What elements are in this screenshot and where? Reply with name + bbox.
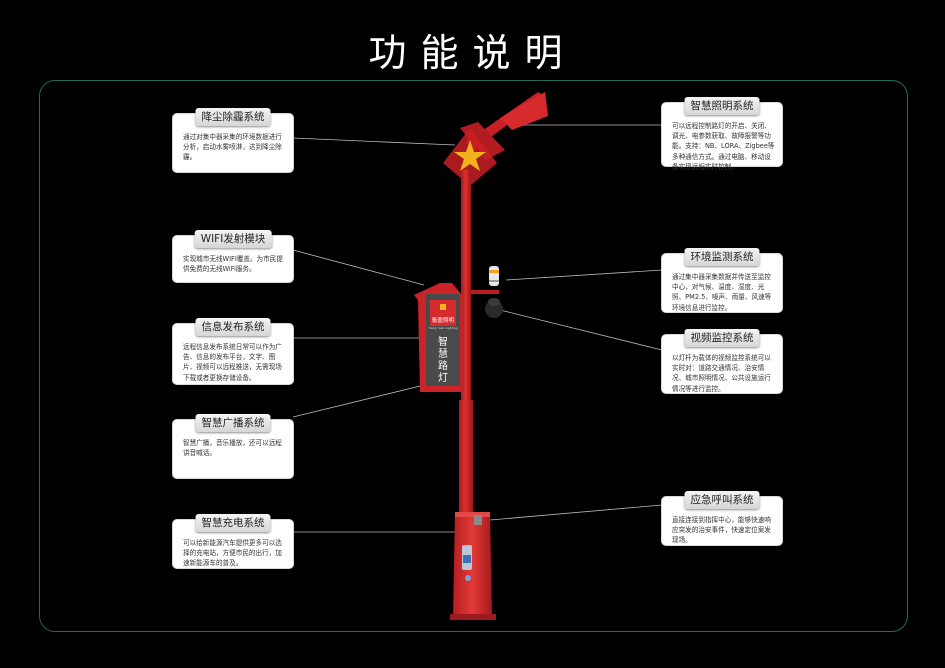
page-title: 功能说明: [368, 31, 577, 75]
emergency-call-card: 应急呼叫系统 直接连接到指挥中心，能够快速响应突发的治安事件，快速定位案发现场。: [662, 491, 782, 545]
wifi-module-card: WIFI发射模块 实现城市无线WIFI覆盖。为市民提供免费的无线WiFi服务。: [173, 230, 293, 282]
env-monitor-title: 环境监测系统: [684, 248, 760, 266]
leader-line-emergency: [489, 504, 663, 521]
emergency-call-desc: 直接连接到指挥中心，能够快速响应突发的治安事件，快速定位案发现场。: [672, 516, 771, 545]
info-release-title: 信息发布系统: [195, 318, 271, 336]
charging-system-title: 智慧充电系统: [195, 514, 271, 532]
pole-lower: [459, 400, 473, 515]
signboard-char: 灯: [438, 372, 448, 384]
leader-line-broadcast: [292, 379, 446, 418]
dust-system-card: 降尘除霾系统 通过对集中器采集的环境数据进行分析，启动水雾喷淋，达到降尘除霾。: [173, 108, 293, 172]
lighting-system-desc: 可以远程控制路灯的开启、关闭、调光、电参数获取、故障报警等功能。支持：NB、LO…: [672, 122, 775, 171]
leader-line-dust: [292, 137, 456, 146]
lighting-system-title: 智慧照明系统: [684, 97, 760, 115]
video-surveillance-card: 视频监控系统 以灯杆为载体的视频监控系统可以实时对：道路交通情况、治安情况、城市…: [662, 329, 782, 393]
environment-sensor: [489, 266, 499, 286]
pole-upper: [461, 170, 471, 415]
signboard-logo-en: Heng Yuan Lighting: [428, 326, 457, 330]
dust-system-desc: 通过对集中器采集的环境数据进行分析，启动水雾喷淋，达到降尘除霾。: [183, 133, 282, 162]
dust-system-title: 降尘除霾系统: [195, 108, 271, 126]
env-monitor-card: 环境监测系统 通过集中器采集数据并传送至监控中心，对气候、温度、湿度、光照、PM…: [662, 248, 782, 312]
charging-system-card: 智慧充电系统 可以给新能源汽车提供更多可以选择的充电站，方便市民的出行，加速新能…: [173, 514, 293, 568]
env-monitor-desc: 通过集中器采集数据并传送至监控中心，对气候、温度、湿度、光照、PM2.5、噪声、…: [672, 273, 772, 312]
info-release-card: 信息发布系统 远程信息发布系统日常可以作为广告、信息的发布平台，文字、图片、视频…: [173, 318, 293, 384]
camera-speaker: [485, 298, 503, 318]
wifi-module-desc: 实现城市无线WIFI覆盖。为市民提供免费的无线WiFi服务。: [183, 255, 283, 274]
signboard-text: 智慧路灯: [438, 335, 448, 384]
broadcast-system-card: 智慧广播系统 智慧广播，音乐播放，还可以远程讲音喊话。: [173, 414, 293, 478]
broadcast-system-desc: 智慧广播，音乐播放，还可以远程讲音喊话。: [183, 439, 282, 458]
leader-line-video: [499, 309, 663, 351]
info-signboard: [414, 283, 462, 392]
emergency-call-title: 应急呼叫系统: [684, 491, 760, 509]
signboard-char: 智: [438, 335, 448, 348]
signboard-logo: 衡盈照明: [432, 316, 455, 324]
signboard-char: 路: [438, 359, 448, 372]
leader-line-wifi: [292, 249, 425, 286]
charging-base: [450, 512, 496, 620]
video-surveillance-title: 视频监控系统: [684, 329, 760, 347]
lighting-system-card: 智慧照明系统 可以远程控制路灯的开启、关闭、调光、电参数获取、故障报警等功能。支…: [662, 97, 782, 171]
broadcast-system-title: 智慧广播系统: [195, 414, 271, 432]
leader-line-env: [505, 269, 663, 281]
signboard-char: 慧: [438, 347, 448, 360]
charging-system-desc: 可以给新能源汽车提供更多可以选择的充电站，方便市民的出行，加速新能源车的普及。: [183, 539, 282, 568]
wifi-module-title: WIFI发射模块: [194, 230, 272, 248]
video-surveillance-desc: 以灯杆为载体的视频监控系统可以实时对：道路交通情况、治安情况、城市照明情况、公共…: [672, 354, 771, 393]
info-release-desc: 远程信息发布系统日常可以作为广告、信息的发布平台，文字、图片、视频可以远程推送，…: [183, 343, 282, 382]
content-frame: [39, 80, 908, 632]
